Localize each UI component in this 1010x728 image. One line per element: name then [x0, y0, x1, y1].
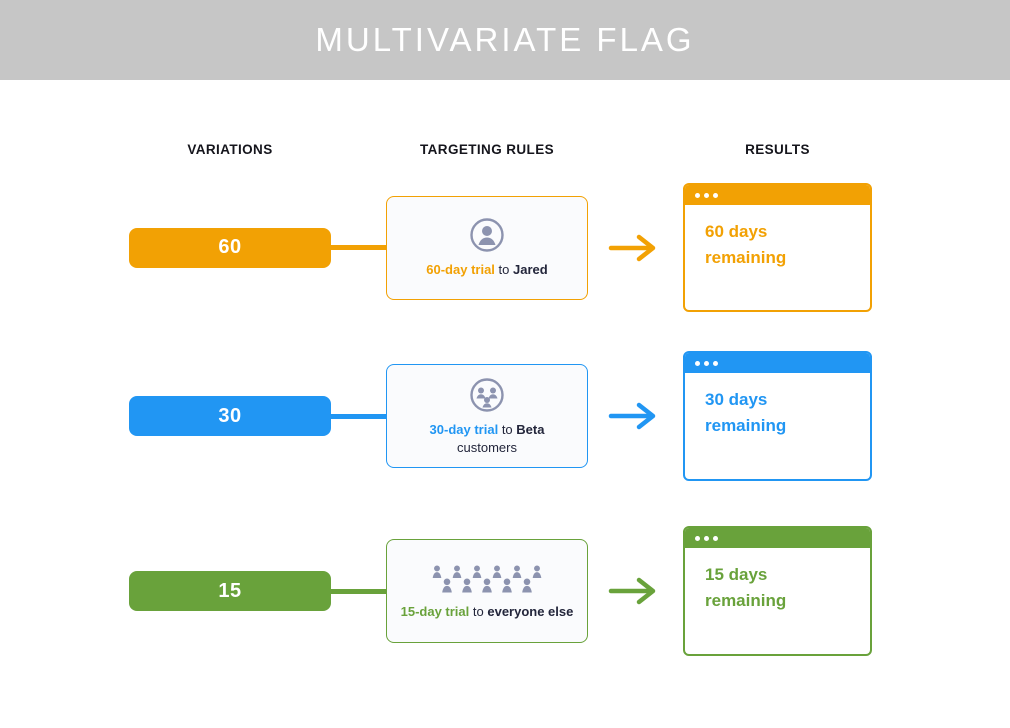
rule-highlight: 15-day trial [400, 603, 470, 619]
result-text: 60 days remaining [705, 222, 787, 267]
variation-pill: 60 [129, 227, 331, 268]
window-dot-icon [704, 360, 709, 366]
rule-target: Beta [516, 421, 545, 437]
targeting-rule-card: 60-day trial to Jared [386, 195, 588, 300]
flag-row-15: 15 [0, 526, 1010, 656]
connector-line [329, 588, 389, 594]
user-circle-icon [470, 218, 504, 252]
result-window: 30 days remaining [683, 351, 872, 481]
connector-line [329, 413, 389, 419]
rule-highlight: 30-day trial [429, 421, 499, 437]
page-title: MULTIVARIATE FLAG [315, 21, 695, 58]
arrow-icon [608, 402, 656, 430]
crowd-icon [432, 565, 542, 593]
window-dot-icon [695, 360, 700, 366]
result-text: 15 days remaining [705, 565, 787, 610]
result-window: 15 days remaining [683, 526, 872, 656]
variation-pill: 15 [129, 571, 331, 611]
window-dot-icon [713, 192, 718, 198]
column-header-results: RESULTS [745, 142, 810, 157]
rule-highlight: 60-day trial [426, 262, 495, 278]
column-header-targeting-rules: TARGETING RULES [420, 142, 554, 157]
rule-target: everyone else [487, 603, 574, 619]
rule-text: 60-day trial to Jared [426, 261, 547, 279]
result-window: 60 days remaining [683, 183, 872, 312]
variation-pill: 30 [129, 396, 331, 436]
rule-text: 15-day trial to everyone else [401, 603, 574, 621]
rule-text: 30-day trial to Beta customers [399, 421, 575, 456]
variation-value: 15 [218, 579, 242, 602]
variation-value: 60 [218, 236, 242, 258]
result-text: 30 days remaining [705, 390, 787, 435]
title-banner: MULTIVARIATE FLAG [0, 0, 1010, 80]
rule-connector-word: to [498, 262, 510, 278]
browser-title-bar [685, 528, 870, 548]
window-dot-icon [695, 192, 700, 198]
window-dot-icon [713, 535, 718, 541]
rule-tail: customers [457, 439, 517, 455]
targeting-rule-card: 15-day trial to everyone else [386, 539, 588, 643]
flag-row-30: 30 30-day trial to Beta customers [0, 351, 1010, 481]
window-dot-icon [704, 192, 709, 198]
rule-connector-word: to [472, 603, 484, 619]
column-header-variations: VARIATIONS [187, 142, 273, 157]
rule-connector-word: to [501, 421, 513, 437]
window-dot-icon [695, 535, 700, 541]
window-dot-icon [713, 360, 718, 366]
globe-users-icon [470, 378, 504, 412]
arrow-icon [608, 234, 656, 261]
flag-row-60: 60 60-day trial to Jared [0, 183, 1010, 312]
arrow-icon [608, 577, 656, 605]
browser-title-bar [685, 185, 870, 205]
rule-target: Jared [513, 262, 548, 278]
variation-value: 30 [218, 404, 242, 427]
targeting-rule-card: 30-day trial to Beta customers [386, 364, 588, 468]
browser-title-bar [685, 353, 870, 373]
window-dot-icon [704, 535, 709, 541]
connector-line [329, 245, 389, 250]
